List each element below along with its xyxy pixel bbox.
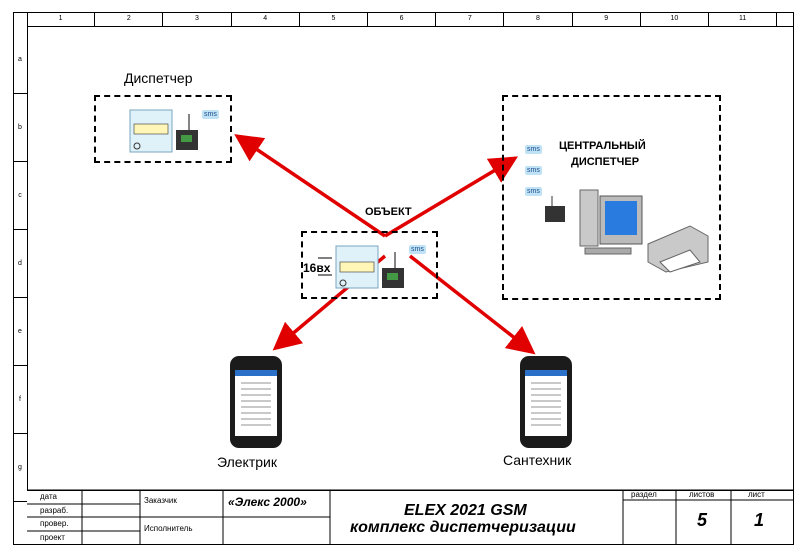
printer-icon: [647, 225, 709, 273]
arrow-to-dispatcher: [234, 134, 386, 238]
row-letter: f: [13, 366, 27, 434]
row-letter: e: [13, 298, 27, 366]
dispatcher-controller-icon: [129, 109, 198, 153]
dispatcher-box: [94, 95, 232, 163]
object-controller-icon: [318, 245, 404, 289]
object-box: [301, 231, 438, 299]
row-letter: b: [13, 94, 27, 162]
drawing-frame: [13, 12, 794, 545]
row-letter: a: [13, 26, 27, 94]
tb-sheet-value: 1: [754, 510, 765, 530]
inputs-label: 16вх: [303, 261, 331, 275]
row-letter: d: [13, 230, 27, 298]
tb-title-line2: комплекс диспетчеризации: [350, 519, 576, 536]
plumber-label: Сантехник: [503, 452, 572, 468]
tb-sheets-value: 5: [697, 510, 708, 530]
tb-developer: разраб.: [40, 506, 69, 515]
tb-section-label: раздел: [631, 490, 657, 499]
central-label-line1: ЦЕНТРАЛЬНЫЙ: [559, 140, 646, 152]
column-number: 1: [27, 12, 96, 26]
column-number: 8: [504, 12, 573, 26]
column-number: 4: [232, 12, 300, 26]
electrician-phone-icon: [230, 356, 282, 448]
electrician-label: Электрик: [217, 454, 277, 470]
column-number: 2: [95, 12, 164, 26]
tb-date: дата: [40, 492, 57, 501]
arrow-to-plumber: [408, 254, 536, 355]
tb-executor-label: Исполнитель: [144, 524, 193, 533]
tb-sheet-label: лист: [748, 490, 765, 499]
arrow-to-central: [384, 156, 519, 238]
tb-customer: «Элекс 2000»: [228, 495, 307, 509]
sms-icon: sms: [202, 110, 219, 119]
sms-icon: sms: [525, 166, 542, 175]
column-number: 6: [368, 12, 437, 26]
tb-checked: провер.: [40, 519, 69, 528]
row-letter: c: [13, 162, 27, 230]
column-number: 10: [641, 12, 709, 26]
tb-customer-label: Заказчик: [144, 496, 177, 505]
plumber-phone-icon: [520, 356, 572, 448]
sms-icon: sms: [409, 245, 426, 254]
column-number: 11: [709, 12, 778, 26]
column-number: 7: [436, 12, 505, 26]
sms-icon: sms: [525, 145, 542, 154]
column-number: 5: [300, 12, 368, 26]
tb-project: проект: [40, 533, 65, 542]
object-label: ОБЪЕКТ: [365, 206, 412, 218]
central-label-line2: ДИСПЕТЧЕР: [571, 156, 640, 168]
column-number: 9: [573, 12, 641, 26]
column-number: 3: [163, 12, 232, 26]
sms-icon: sms: [525, 187, 542, 196]
tb-title-line1: ELEX 2021 GSM: [404, 502, 527, 519]
central-box: [502, 95, 721, 300]
row-letter: g: [13, 434, 27, 502]
dispatcher-label: Диспетчер: [124, 70, 193, 86]
tb-sheets-label: листов: [689, 490, 715, 499]
computer-icon: [545, 189, 643, 255]
